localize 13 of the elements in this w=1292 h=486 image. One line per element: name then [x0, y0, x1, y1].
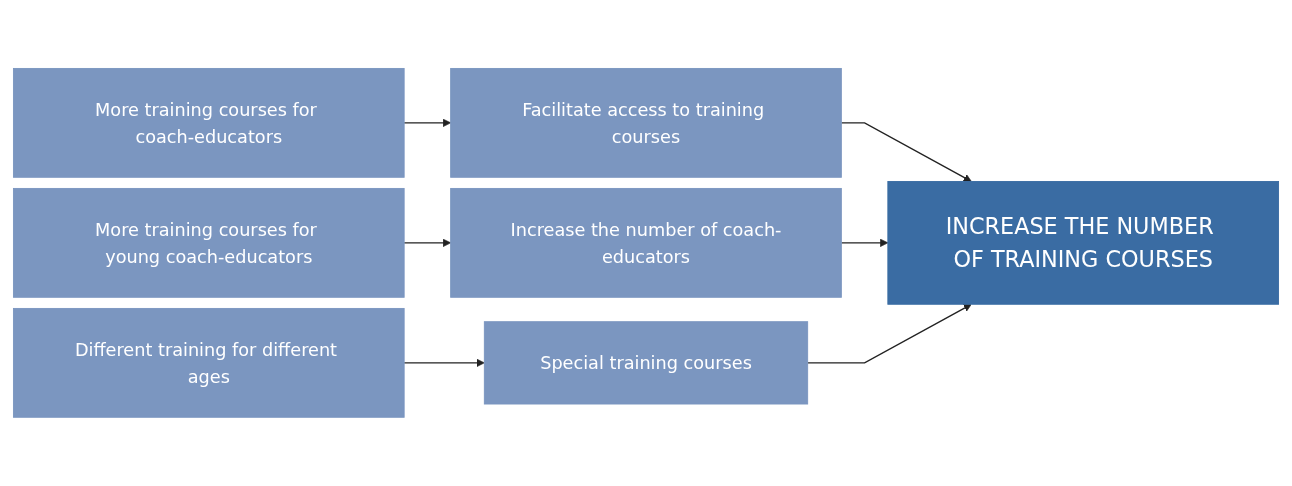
arrow — [840, 122, 972, 182]
arrow — [840, 238, 889, 248]
arrow — [403, 358, 485, 368]
node-box: INCREASE THE NUMBER OF TRAINING COURSES — [887, 181, 1279, 305]
node-box: More training courses for young coach-educators — [13, 188, 405, 298]
node-box: More training courses for coach-educators — [13, 68, 405, 178]
node-box: Increase the number of coach-educators — [450, 188, 842, 298]
arrow — [403, 118, 451, 128]
arrow — [806, 304, 972, 364]
node-box: Different training for different ages — [13, 308, 405, 418]
node-box: Facilitate access to training courses — [450, 68, 842, 178]
arrow — [403, 238, 451, 248]
node-box: Special training courses — [483, 321, 809, 405]
